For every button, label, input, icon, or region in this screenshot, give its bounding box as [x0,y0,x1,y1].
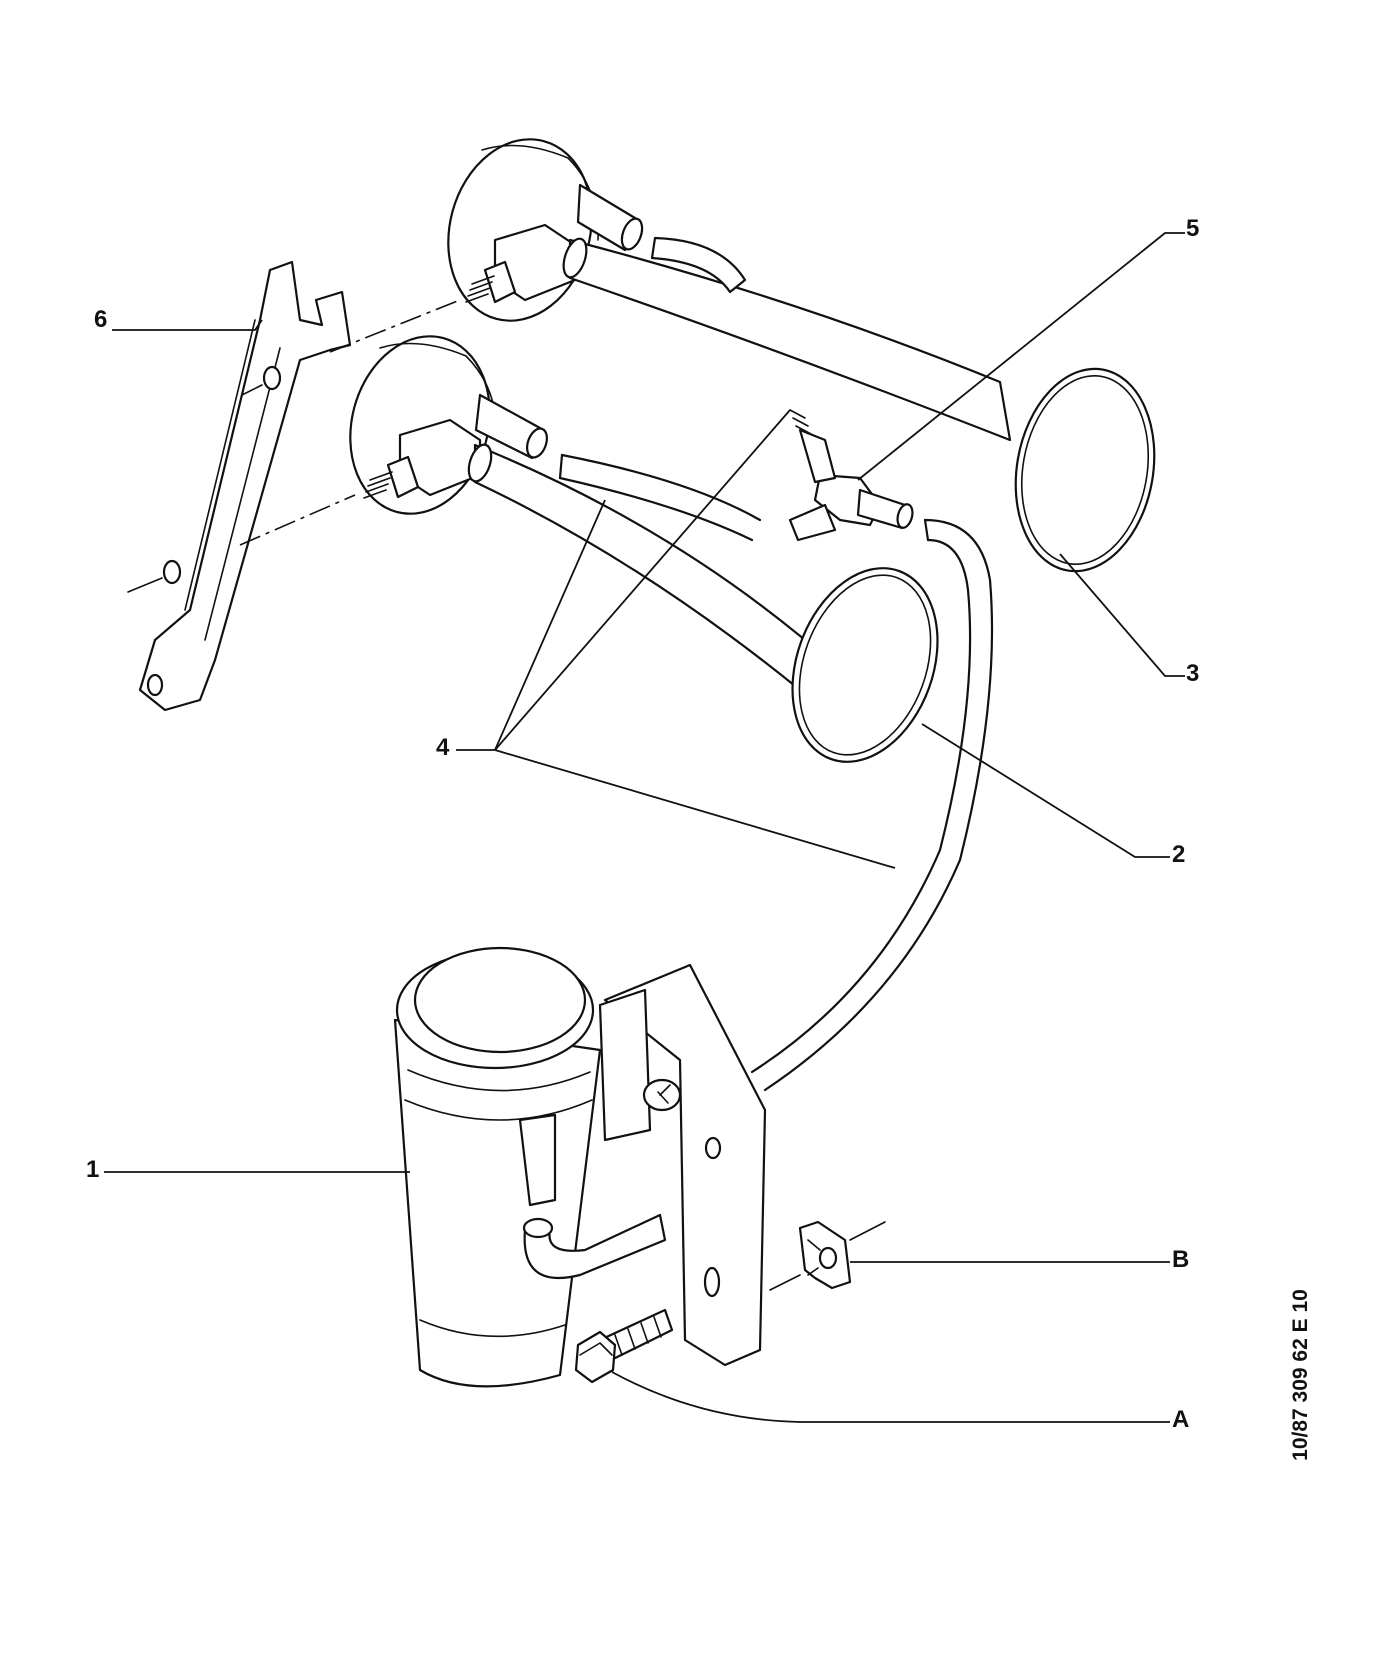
compressor [393,946,767,1388]
horn-short [349,335,939,763]
bracket [127,260,461,712]
hoses [558,453,994,1092]
callout-3: 3 [1186,660,1200,687]
callout-5: 5 [1186,215,1200,242]
callout-a: A [1172,1406,1190,1433]
callout-2: 2 [1172,841,1186,868]
callout-4: 4 [436,734,450,761]
horn-long [447,138,1156,573]
t-connector [788,409,914,542]
callout-6: 6 [94,306,108,333]
leader-lines [104,232,1185,1423]
callout-1: 1 [86,1156,100,1183]
callout-b: B [1172,1246,1190,1273]
bolt [574,1308,674,1384]
spring-clip [769,1220,886,1291]
drawing-reference-code: 10/87 309 62 E 10 [1289,1289,1312,1461]
